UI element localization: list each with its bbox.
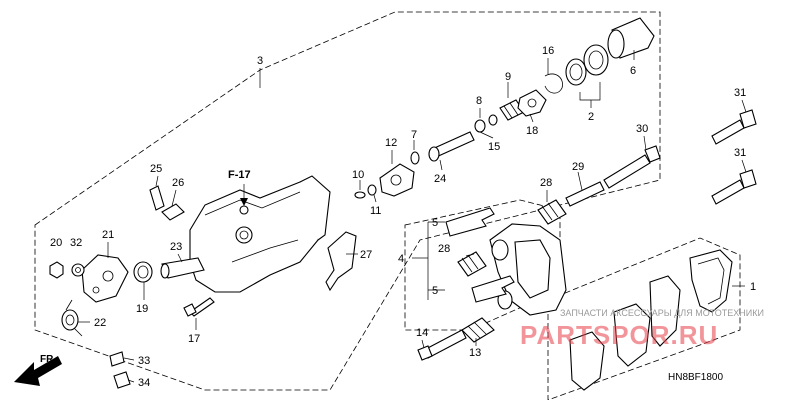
brake-pad-outer	[689, 249, 733, 313]
callout-27: 27	[360, 249, 372, 261]
callout-7: 7	[411, 129, 417, 141]
part-14-pin	[417, 329, 467, 361]
brake-pad-shim-lower	[569, 331, 605, 391]
callout-11: 11	[370, 205, 381, 217]
part-26-cap	[161, 203, 185, 221]
part-12-piston	[379, 163, 415, 197]
part-25-bleeder	[149, 185, 165, 211]
callout-26: 26	[172, 177, 184, 189]
front-direction-label: FR.	[40, 354, 56, 365]
callout-16: 16	[542, 45, 554, 57]
callout-numbers: 3 1 2 4 5 5 6 7 8 9 10 11 12 13 14 15 16…	[50, 45, 756, 389]
front-direction-indicator: FR.	[14, 354, 62, 386]
callout-32: 32	[70, 237, 82, 249]
part-31-bolt-lower	[711, 169, 757, 205]
part-31-bolt-upper	[711, 109, 757, 145]
callout-31-upper: 31	[734, 87, 746, 99]
callout-29: 29	[572, 161, 584, 173]
part-5-pad-spring-upper	[445, 207, 495, 237]
callout-5-upper: 5	[432, 217, 438, 229]
caliper-body-part	[189, 175, 331, 293]
callout-5-lower: 5	[432, 285, 438, 297]
part-23-pin	[160, 257, 205, 279]
part-2-seal-set	[565, 44, 609, 86]
part-21-plate	[81, 254, 129, 303]
part-17-bolt	[183, 297, 215, 317]
callout-17: 17	[188, 333, 200, 345]
callout-15: 15	[488, 141, 500, 153]
watermark: ЗАПЧАСТИ АКСЕССУАРЫ ДЛЯ МОТОТЕХНИКИ PART…	[520, 308, 764, 350]
part-32-washer	[71, 263, 85, 277]
part-8-ring	[488, 114, 498, 126]
callout-1: 1	[750, 281, 756, 293]
part-22-spring	[61, 299, 83, 337]
front-arrow-icon	[14, 356, 62, 386]
callout-10: 10	[352, 169, 364, 181]
callout-23: 23	[170, 241, 182, 253]
ref-f17-marker: F-17	[228, 169, 251, 206]
part-18-nut	[517, 89, 547, 117]
watermark-tagline: ЗАПЧАСТИ АКСЕССУАРЫ ДЛЯ МОТОТЕХНИКИ	[560, 308, 764, 318]
part-7-washer	[410, 151, 420, 165]
callout-12: 12	[385, 137, 397, 149]
part-33-clip	[109, 351, 125, 367]
ref-f17-label: F-17	[228, 169, 251, 181]
callout-24: 24	[434, 173, 446, 185]
part-15-ring	[474, 119, 486, 133]
part-13-boot	[461, 317, 495, 343]
callout-2: 2	[588, 111, 594, 123]
callout-18: 18	[526, 125, 538, 137]
callout-14: 14	[416, 327, 428, 339]
part-16-circlip	[544, 73, 563, 94]
callout-6: 6	[630, 65, 636, 77]
watermark-brand: PARTSPOR.RU	[520, 320, 718, 350]
callout-19: 19	[136, 303, 148, 315]
callout-30: 30	[636, 123, 648, 135]
part-20-nut	[49, 261, 64, 279]
callout-33: 33	[138, 355, 150, 367]
part-28-boot-upper	[537, 199, 567, 225]
part-19-boot	[133, 261, 153, 283]
callout-28-upper: 28	[540, 177, 552, 189]
callout-13: 13	[469, 347, 481, 359]
diagram-code: HN8BF1800	[668, 372, 723, 383]
callout-8: 8	[476, 95, 482, 107]
callout-4: 4	[398, 253, 404, 265]
brake-pad-shim-upper	[649, 275, 681, 347]
part-6-cylinder	[607, 17, 655, 59]
callout-34: 34	[138, 377, 150, 389]
part-24-shaft	[428, 131, 475, 162]
part-34-clip	[113, 371, 131, 389]
part-27-shim	[325, 231, 357, 292]
part-5-pad-spring-lower	[471, 275, 515, 303]
callout-22: 22	[94, 317, 106, 329]
part-11-clip	[367, 184, 377, 196]
part-9-spring	[499, 99, 525, 121]
callout-28-lower: 28	[438, 243, 450, 255]
callout-9: 9	[505, 71, 511, 83]
part-29-pin	[565, 181, 605, 207]
callout-20: 20	[50, 237, 62, 249]
leader-lines	[78, 50, 747, 383]
callout-31-lower: 31	[734, 147, 746, 159]
callout-21: 21	[102, 229, 114, 241]
part-30-bolt	[603, 145, 661, 189]
callout-3: 3	[257, 55, 263, 67]
callout-25: 25	[150, 163, 162, 175]
part-10-oring	[354, 191, 366, 199]
caliper-bracket-part	[489, 223, 567, 316]
brake-pad-inner	[613, 303, 651, 367]
part-28-boot-lower	[457, 251, 487, 277]
